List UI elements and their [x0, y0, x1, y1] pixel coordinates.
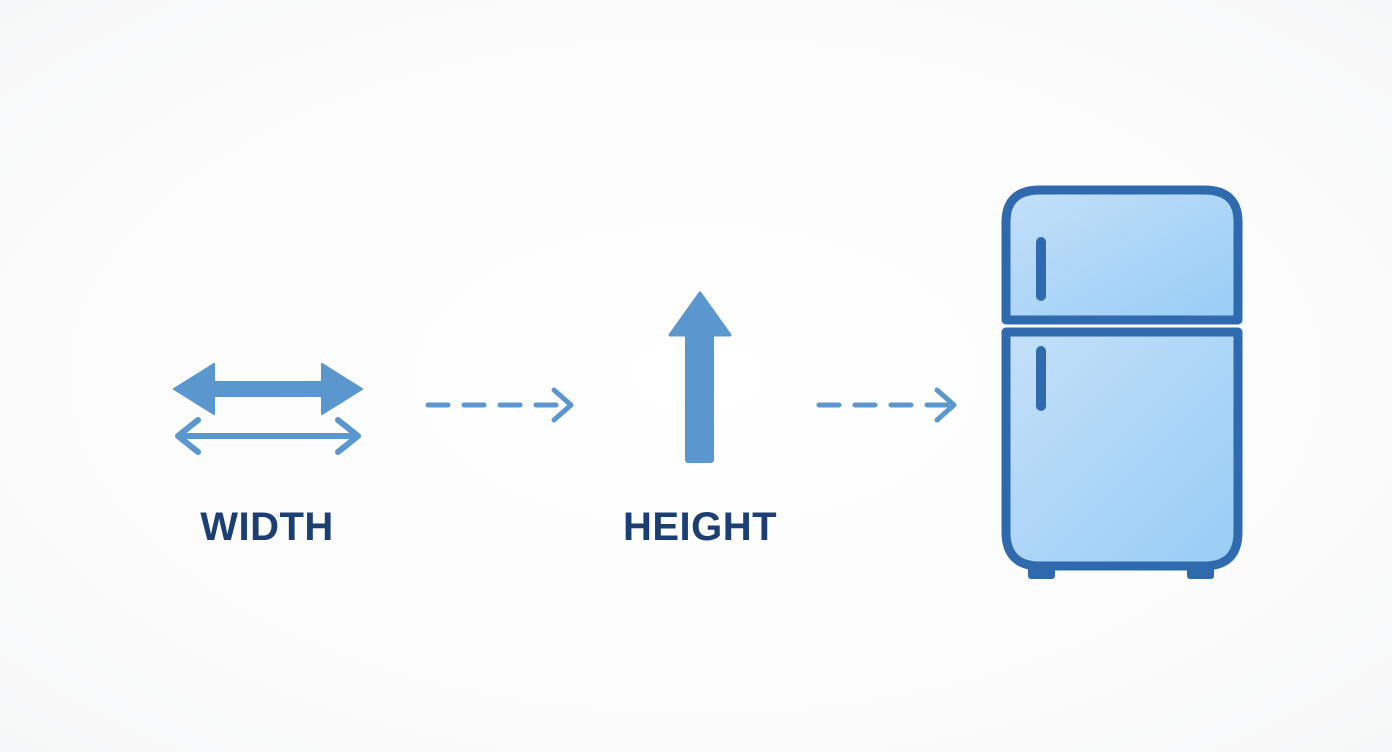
height-up-arrow-icon: [668, 291, 732, 463]
width-label: WIDTH: [200, 505, 334, 549]
dashed-arrow-icon: [816, 387, 957, 423]
dashed-arrow-icon: [425, 387, 574, 423]
width-double-arrow-icon: [173, 363, 363, 455]
height-label: HEIGHT: [622, 505, 778, 549]
refrigerator-icon: [1001, 185, 1243, 579]
